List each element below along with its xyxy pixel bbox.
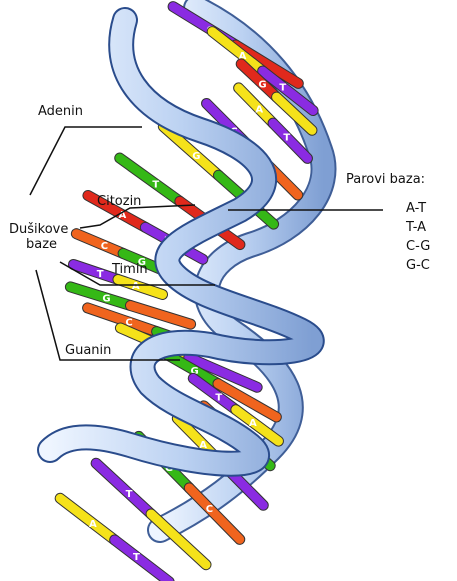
base-pair-gc: G-C [406,256,430,275]
base-letter: T [126,489,133,500]
label-dusikove: Dušikove [9,222,68,237]
base-letter: G [258,79,266,90]
base-pair-cg: C-G [406,237,430,256]
label-adenin: Adenin [38,104,83,119]
base-letter: T [279,82,286,93]
base-pair-19-left [60,498,114,540]
base-pair-19-right [115,540,169,581]
base-pair-18-left [96,463,151,514]
label-baze: baze [26,237,57,252]
base-letter: A [89,519,97,530]
base-letter: T [133,552,140,563]
base-letter: T [283,133,290,144]
base-letter: A [255,105,263,116]
base-letter: A [249,418,257,429]
base-letter: G [192,151,200,162]
base-letter: T [152,180,159,191]
base-letter: C [101,241,108,252]
label-timin: Timin [112,262,148,277]
base-pair-8-left [76,234,123,254]
base-letter: A [132,281,140,292]
label-citozin: Citozin [97,194,141,209]
base-pairs-legend: Parovi baza: A-T T-A C-G G-C [346,172,430,275]
base-letter: G [102,294,110,305]
base-letter: T [97,269,104,280]
base-pairs-title: Parovi baza: [346,172,430,187]
base-letter: C [206,504,213,515]
base-pair-ta: T-A [406,218,430,237]
base-letter: T [215,393,222,404]
label-guanin: Guanin [65,343,111,358]
base-pair-at: A-T [406,199,430,218]
base-pair-10-left [70,287,130,306]
